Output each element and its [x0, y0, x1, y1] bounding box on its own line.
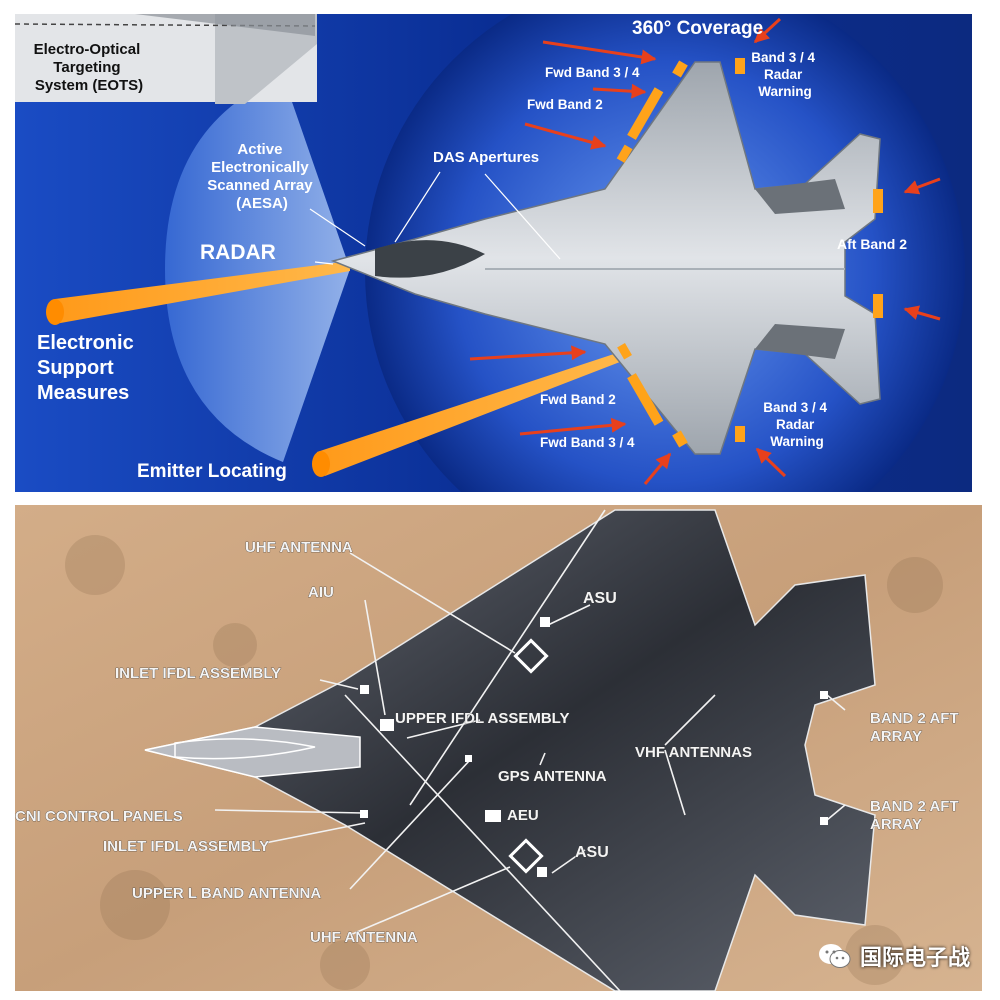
watermark: 国际电子战 — [818, 940, 970, 972]
uhf-antenna-top: UHF ANTENNA — [245, 539, 353, 556]
emitter-label: Emitter Locating — [137, 461, 287, 482]
inlet-ifdl-top: INLET IFDL ASSEMBLY — [115, 665, 281, 682]
radar-coverage-fan — [165, 76, 350, 462]
f35-sensor-diagram: Electro-Optical Targeting System (EOTS) — [15, 14, 972, 492]
leader-lines — [214, 509, 846, 991]
uhf-antenna-bottom: UHF ANTENNA — [310, 929, 418, 946]
antenna-markers — [360, 617, 828, 877]
aeu-label: AEU — [507, 807, 539, 824]
emitter-beam — [317, 352, 625, 476]
wechat-icon — [818, 942, 852, 970]
band34-warning-top: Band 3 / 4 Radar Warning — [751, 50, 819, 99]
esm-beam-end — [46, 299, 64, 325]
vhf-antennas-label: VHF ANTENNAS — [635, 744, 752, 761]
watermark-text: 国际电子战 — [859, 946, 970, 971]
asu-top: ASU — [583, 590, 617, 607]
upper-ifdl-label: UPPER IFDL ASSEMBLY — [395, 710, 569, 727]
threat-arrows — [469, 17, 941, 485]
aiu-label: AIU — [308, 584, 334, 601]
asu-bottom: ASU — [575, 844, 609, 861]
fwd-band2-bottom: Fwd Band 2 — [540, 392, 616, 407]
band2-aft-top: BAND 2 AFT ARRAY — [870, 710, 963, 745]
upper-l-band-label: UPPER L BAND ANTENNA — [132, 885, 321, 902]
f35-aircraft — [330, 61, 881, 455]
esm-beam — [55, 261, 350, 324]
das-label: DAS Apertures — [433, 149, 539, 166]
aesa-label: Active Electronically Scanned Array (AES… — [207, 141, 317, 212]
band2-aft-bottom: BAND 2 AFT ARRAY — [870, 798, 963, 833]
f22-antenna-diagram: UHF ANTENNA AIU ASU INLET IFDL ASSEMBLY … — [15, 505, 982, 991]
eots-label: Electro-Optical Targeting System (EOTS) — [34, 41, 145, 94]
coverage-title: 360° Coverage — [632, 18, 763, 39]
fwd-band2-top: Fwd Band 2 — [527, 97, 603, 112]
fwd-band34-top: Fwd Band 3 / 4 — [545, 65, 640, 80]
emitter-beam-end — [312, 451, 330, 477]
band34-warning-bottom: Band 3 / 4 Radar Warning — [763, 400, 831, 449]
aft-band2: Aft Band 2 — [837, 236, 907, 252]
band-apertures — [616, 58, 883, 448]
f22-aircraft — [144, 509, 876, 991]
inlet-ifdl-bottom: INLET IFDL ASSEMBLY — [103, 838, 269, 855]
desert-texture — [65, 535, 943, 990]
pointer-lines — [309, 171, 561, 265]
fwd-band34-bottom: Fwd Band 3 / 4 — [540, 435, 635, 450]
eots-inset — [15, 14, 317, 104]
cockpit-canopy — [375, 240, 485, 278]
radar-label: RADAR — [200, 241, 276, 264]
cni-panels-label: CNI CONTROL PANELS — [15, 808, 183, 825]
gps-antenna-label: GPS ANTENNA — [498, 768, 607, 785]
esm-label: Electronic Support Measures — [37, 332, 139, 404]
